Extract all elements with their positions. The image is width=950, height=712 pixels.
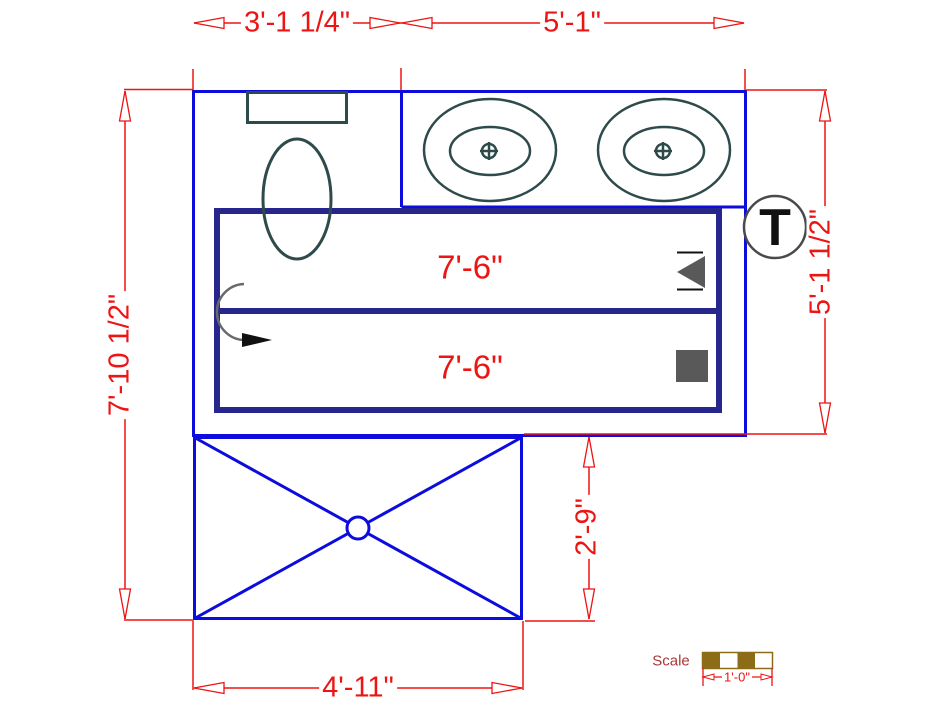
arrow-up-icon xyxy=(582,436,596,468)
door-swing-arrow-icon xyxy=(242,333,272,347)
arrow-right-icon xyxy=(760,673,774,681)
vanity-bottom-label: 7'-6" xyxy=(437,348,503,386)
dim-label-top-left: 3'-1 1/4" xyxy=(240,8,354,38)
arrow-right-icon xyxy=(491,681,523,695)
dim-label-left-overall: 7'-10 1/2" xyxy=(104,290,136,420)
arrow-up-icon xyxy=(118,90,132,122)
door-swing-arc xyxy=(215,282,247,342)
dim-label-right-upper: 5'-1 1/2" xyxy=(805,205,837,319)
thermostat-symbol: T xyxy=(759,199,791,257)
door-swing xyxy=(215,282,272,347)
vanity-top-label: 7'-6" xyxy=(437,248,503,286)
shower-drain-icon xyxy=(345,515,371,541)
arrow-down-icon xyxy=(818,402,832,434)
toilet xyxy=(246,91,348,261)
dim-label-top-right: 5'-1" xyxy=(540,8,604,38)
arrow-left-icon xyxy=(401,16,433,30)
arrow-right-icon xyxy=(369,16,401,30)
sink-left xyxy=(422,97,558,203)
room-walls xyxy=(192,90,747,437)
scale-label: Scale xyxy=(652,652,690,670)
sink-left-basin xyxy=(448,125,532,177)
scale-bar-segment xyxy=(702,652,720,669)
sink-right-basin xyxy=(622,125,706,177)
upper-room-outline xyxy=(192,90,747,437)
arrow-up-icon xyxy=(818,90,832,122)
sink-left-rim xyxy=(422,97,558,203)
arrow-left-icon xyxy=(193,681,225,695)
arrow-left-icon xyxy=(701,673,715,681)
shower xyxy=(193,436,523,620)
dim-label-shower-depth: 2'-9" xyxy=(571,495,603,559)
triangle-left-icon xyxy=(677,256,705,288)
shower-outline xyxy=(193,436,523,620)
dimension-arrows xyxy=(118,16,832,695)
arrow-down-icon xyxy=(118,588,132,620)
thermostat-circle xyxy=(742,194,808,260)
square-symbol-icon xyxy=(676,350,708,382)
scale-bar-segment xyxy=(737,652,755,669)
sink-right xyxy=(596,97,732,203)
toilet-tank xyxy=(246,91,348,124)
arrow-left-icon xyxy=(193,16,225,30)
dim-label-shower-width: 4'-11" xyxy=(319,673,397,703)
arrow-down-icon xyxy=(582,588,596,620)
scale-bar xyxy=(701,651,774,686)
cabinet-symbols xyxy=(676,251,708,382)
scale-unit-label: 1'-0" xyxy=(722,669,752,685)
arrow-right-icon xyxy=(713,16,745,30)
toilet-bowl xyxy=(261,137,333,261)
sink-right-rim xyxy=(596,97,732,203)
